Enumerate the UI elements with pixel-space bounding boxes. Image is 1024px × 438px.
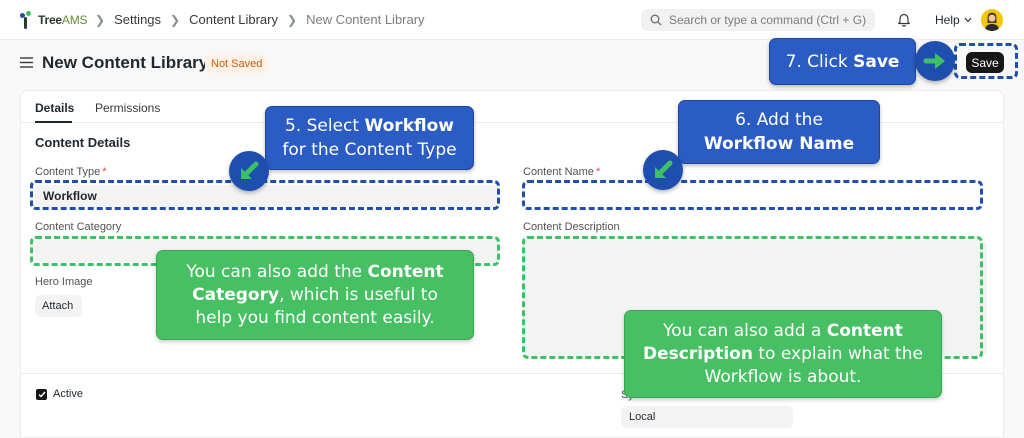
highlight-content-name xyxy=(522,180,983,210)
search-placeholder: Search or type a command (Ctrl + G) xyxy=(669,13,867,27)
help-dropdown[interactable]: Help xyxy=(935,13,972,27)
step-7-callout: 7. Click Save xyxy=(769,38,916,85)
breadcrumb-settings[interactable]: Settings xyxy=(114,12,162,27)
content-description-label: Content Description xyxy=(523,221,620,233)
check-icon xyxy=(38,391,46,398)
breadcrumb: ❯ Settings ❯ Content Library ❯ New Conte… xyxy=(95,12,425,27)
page-header: New Content Library Not Saved xyxy=(0,40,1024,90)
tab-bar: Details Permissions xyxy=(21,91,1003,123)
hero-image-label: Hero Image xyxy=(35,276,93,288)
active-tab-indicator xyxy=(35,121,72,123)
section-divider xyxy=(21,373,1003,374)
search-icon xyxy=(650,14,662,26)
tab-details[interactable]: Details xyxy=(35,101,75,115)
breadcrumb-content-library[interactable]: Content Library xyxy=(189,12,278,27)
status-badge: Not Saved xyxy=(205,55,269,73)
tab-permissions[interactable]: Permissions xyxy=(95,101,161,115)
logo-text: TreeAMS xyxy=(38,13,88,27)
content-type-label: Content Type* xyxy=(35,166,107,178)
arrow-right-icon xyxy=(915,41,955,81)
chevron-right-icon: ❯ xyxy=(95,12,106,27)
attach-button[interactable]: Attach xyxy=(35,295,82,317)
help-label: Help xyxy=(935,13,960,27)
search-input[interactable]: Search or type a command (Ctrl + G) xyxy=(641,9,875,31)
section-title: Content Details xyxy=(35,135,131,150)
step-5-callout: 5. Select Workflow for the Content Type xyxy=(265,106,474,170)
bell-icon[interactable] xyxy=(897,12,911,27)
logo[interactable]: TreeAMS xyxy=(20,11,88,29)
active-label: Active xyxy=(53,388,83,400)
top-navbar: TreeAMS ❯ Settings ❯ Content Library ❯ N… xyxy=(0,0,1024,40)
chevron-right-icon: ❯ xyxy=(287,12,298,27)
avatar[interactable] xyxy=(981,9,1003,31)
content-description-tip: You can also add a Content Description t… xyxy=(624,310,942,398)
highlight-save-button xyxy=(954,43,1018,79)
active-checkbox[interactable] xyxy=(36,389,47,400)
chevron-right-icon: ❯ xyxy=(170,12,181,27)
menu-icon[interactable] xyxy=(20,57,33,68)
highlight-content-type xyxy=(30,180,500,210)
page-title: New Content Library xyxy=(42,53,209,72)
save-button[interactable]: Save xyxy=(966,52,1004,73)
content-category-tip: You can also add the Content Category, w… xyxy=(156,250,474,340)
content-name-label: Content Name* xyxy=(523,166,601,178)
tree-logo-icon xyxy=(20,11,36,29)
content-type-field[interactable]: Workflow xyxy=(35,185,499,207)
sync-status-field: Local xyxy=(621,406,793,428)
breadcrumb-current: New Content Library xyxy=(306,12,425,27)
chevron-down-icon xyxy=(964,17,972,23)
arrow-down-left-icon xyxy=(229,151,269,191)
content-name-field[interactable] xyxy=(523,185,987,207)
content-category-label: Content Category xyxy=(35,221,122,233)
arrow-down-left-icon xyxy=(643,150,683,190)
step-6-callout: 6. Add the Workflow Name xyxy=(678,100,880,164)
